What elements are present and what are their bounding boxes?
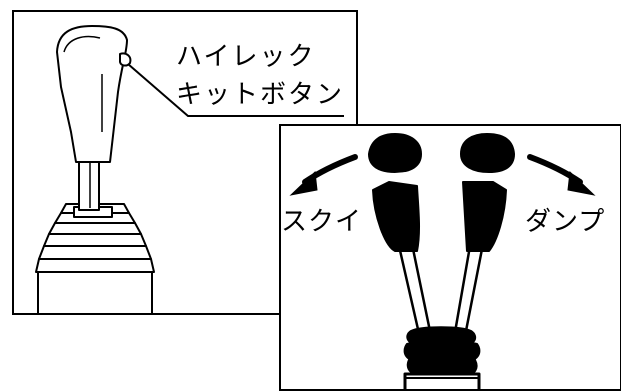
lever-direction-panel: スクイ ダンプ	[279, 124, 621, 391]
button-label-line1: ハイレック	[176, 42, 316, 72]
button-label-line2: キットボタン	[176, 80, 345, 110]
scoop-label: スクイ	[281, 207, 363, 237]
joystick-illustration	[35, 25, 344, 313]
dump-label: ダンプ	[525, 207, 606, 237]
lever-illustration	[289, 133, 596, 389]
